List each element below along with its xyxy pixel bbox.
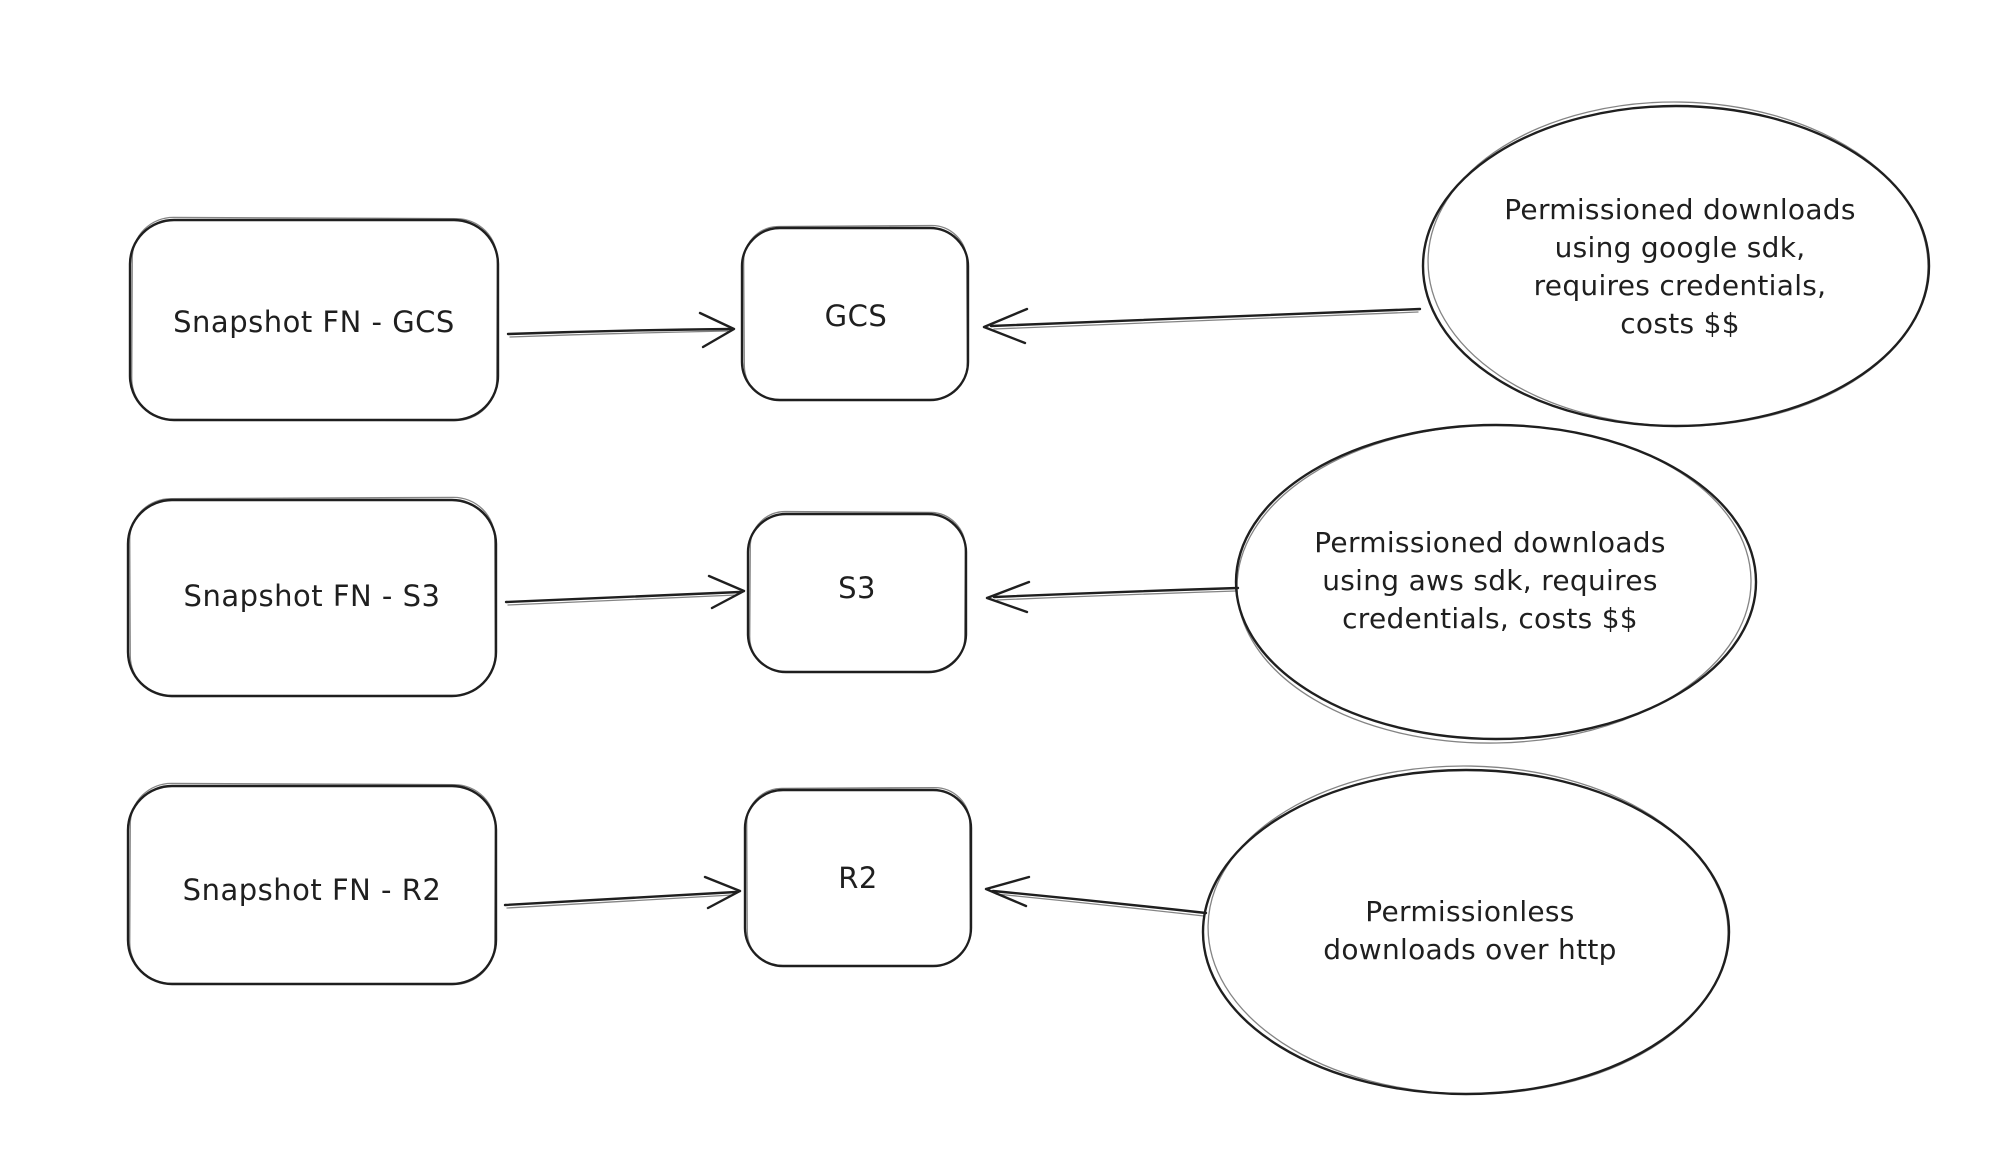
r2-label: R2 xyxy=(838,861,878,895)
r2-note-arrow xyxy=(984,875,1208,917)
snapshot-fn-s3-label: Snapshot FN - S3 xyxy=(183,579,441,613)
s3-note-arrow xyxy=(985,580,1240,614)
r2-note-text: Permissionless downloads over http xyxy=(1323,893,1616,969)
note-line: requires credentials, xyxy=(1533,269,1827,302)
gcs-note-arrow xyxy=(982,307,1422,345)
snapshot-fn-r2-box xyxy=(126,782,498,986)
s3-label: S3 xyxy=(838,571,876,605)
note-line: using google sdk, xyxy=(1554,231,1806,264)
snapshot-fn-s3-box xyxy=(126,496,498,698)
r2-flow-arrow xyxy=(503,875,742,910)
note-line: Permissioned downloads xyxy=(1314,526,1666,559)
note-line: costs $$ xyxy=(1620,307,1740,340)
gcs-flow-arrow xyxy=(506,311,736,349)
note-line: using aws sdk, requires xyxy=(1322,564,1658,597)
gcs-note-text: Permissioned downloads using google sdk,… xyxy=(1504,191,1856,343)
gcs-box xyxy=(740,224,970,402)
r2-note-ellipse xyxy=(1201,765,1731,1096)
note-line: Permissionless xyxy=(1365,895,1575,928)
note-line: credentials, costs $$ xyxy=(1342,602,1638,635)
snapshot-fn-gcs-label: Snapshot FN - GCS xyxy=(173,305,455,339)
s3-note-text: Permissioned downloads using aws sdk, re… xyxy=(1314,524,1666,638)
gcs-note-ellipse xyxy=(1421,101,1931,428)
snapshot-fn-gcs-box xyxy=(128,216,500,422)
note-line: downloads over http xyxy=(1323,933,1617,966)
note-line: Permissioned downloads xyxy=(1504,193,1856,226)
gcs-label: GCS xyxy=(824,299,888,333)
s3-box xyxy=(746,510,968,674)
s3-flow-arrow xyxy=(504,574,746,610)
r2-box xyxy=(743,786,973,968)
snapshot-fn-r2-label: Snapshot FN - R2 xyxy=(182,873,442,907)
